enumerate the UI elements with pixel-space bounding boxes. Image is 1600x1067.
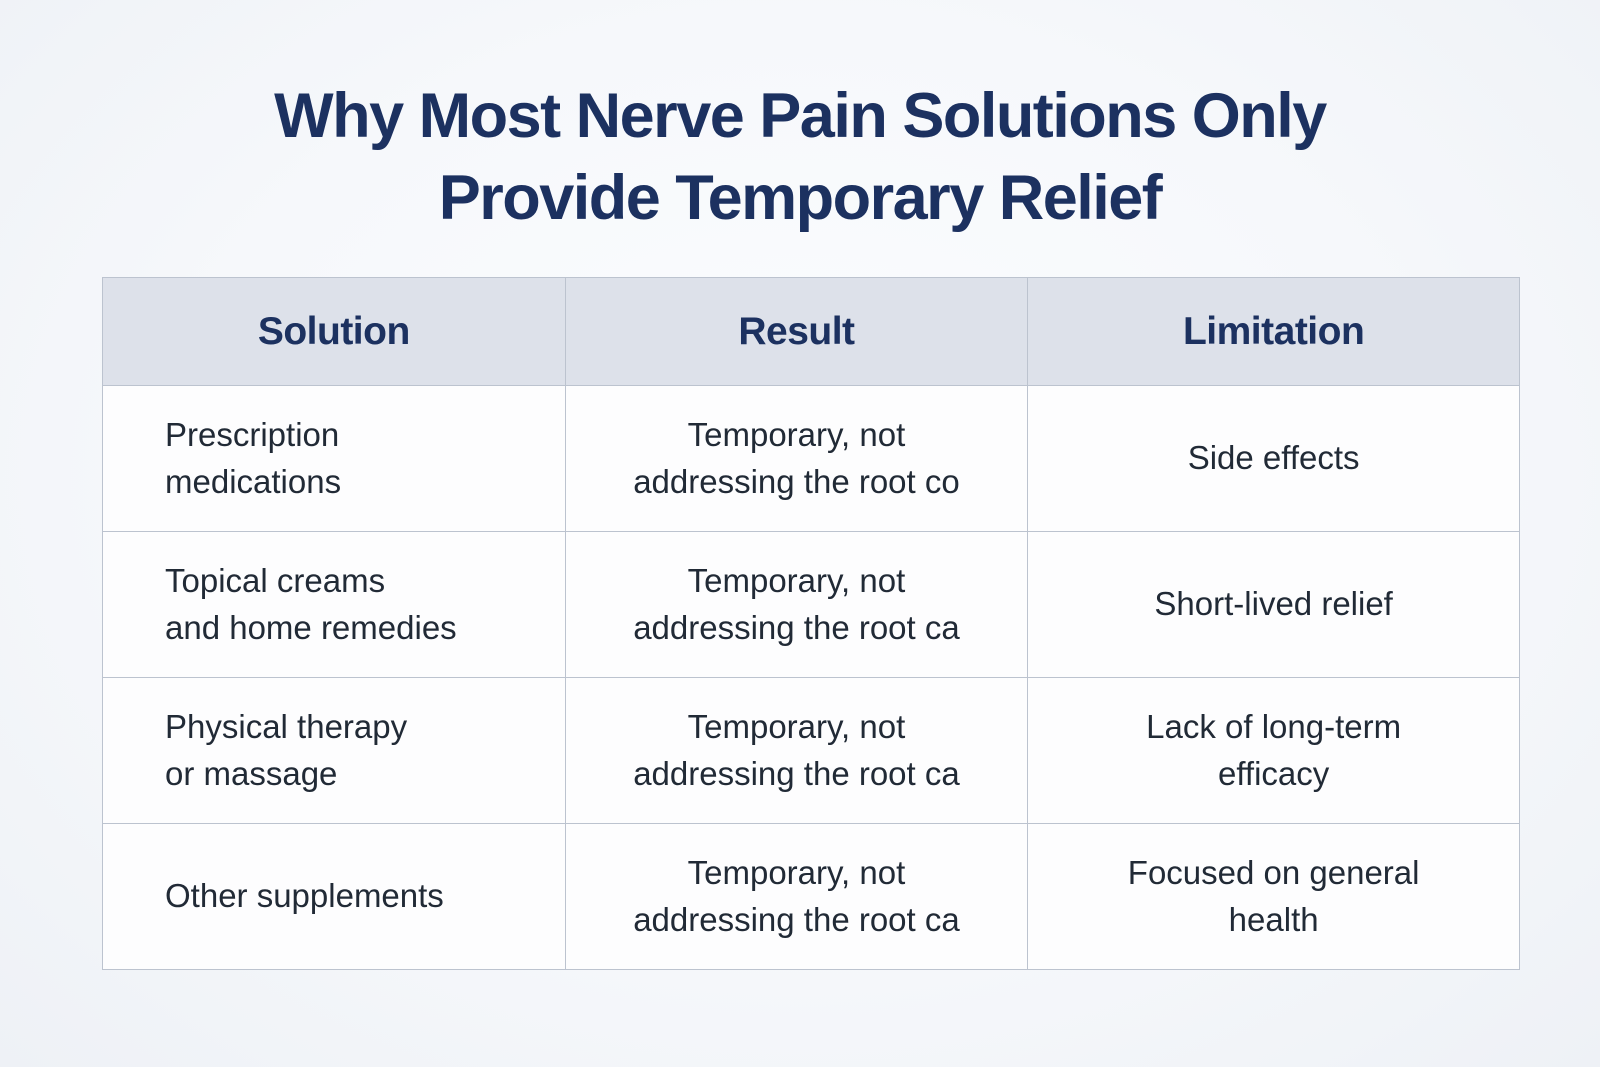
cell-solution: Topical creams and home remedies: [102, 531, 566, 678]
column-header-limitation: Limitation: [1027, 277, 1520, 386]
cell-limitation: Side effects: [1027, 385, 1520, 532]
cell-result: Temporary, not addressing the root ca: [564, 531, 1029, 678]
table-row: Topical creams and home remedies Tempora…: [102, 531, 1520, 678]
column-header-result: Result: [564, 277, 1029, 386]
table-row: Other supplements Temporary, not address…: [102, 823, 1520, 970]
cell-solution: Physical therapy or massage: [102, 677, 566, 824]
table-row: Physical therapy or massage Temporary, n…: [102, 677, 1520, 824]
column-header-solution: Solution: [102, 277, 566, 386]
cell-limitation: Lack of long-term efficacy: [1027, 677, 1520, 824]
comparison-table: Solution Result Limitation Prescription …: [102, 277, 1520, 970]
cell-limitation: Short-lived relief: [1027, 531, 1520, 678]
comparison-table-container: Solution Result Limitation Prescription …: [102, 277, 1520, 970]
cell-result: Temporary, not addressing the root ca: [564, 677, 1029, 824]
page-title: Why Most Nerve Pain Solutions Only Provi…: [274, 81, 1327, 233]
cell-result: Temporary, not addressing the root co: [564, 385, 1029, 532]
cell-limitation: Focused on general health: [1027, 823, 1520, 970]
table-header-row: Solution Result Limitation: [102, 277, 1520, 386]
cell-result: Temporary, not addressing the root ca: [564, 823, 1029, 970]
table-row: Prescription medications Temporary, not …: [102, 385, 1520, 532]
cell-solution: Other supplements: [102, 823, 566, 970]
cell-solution: Prescription medications: [102, 385, 566, 532]
